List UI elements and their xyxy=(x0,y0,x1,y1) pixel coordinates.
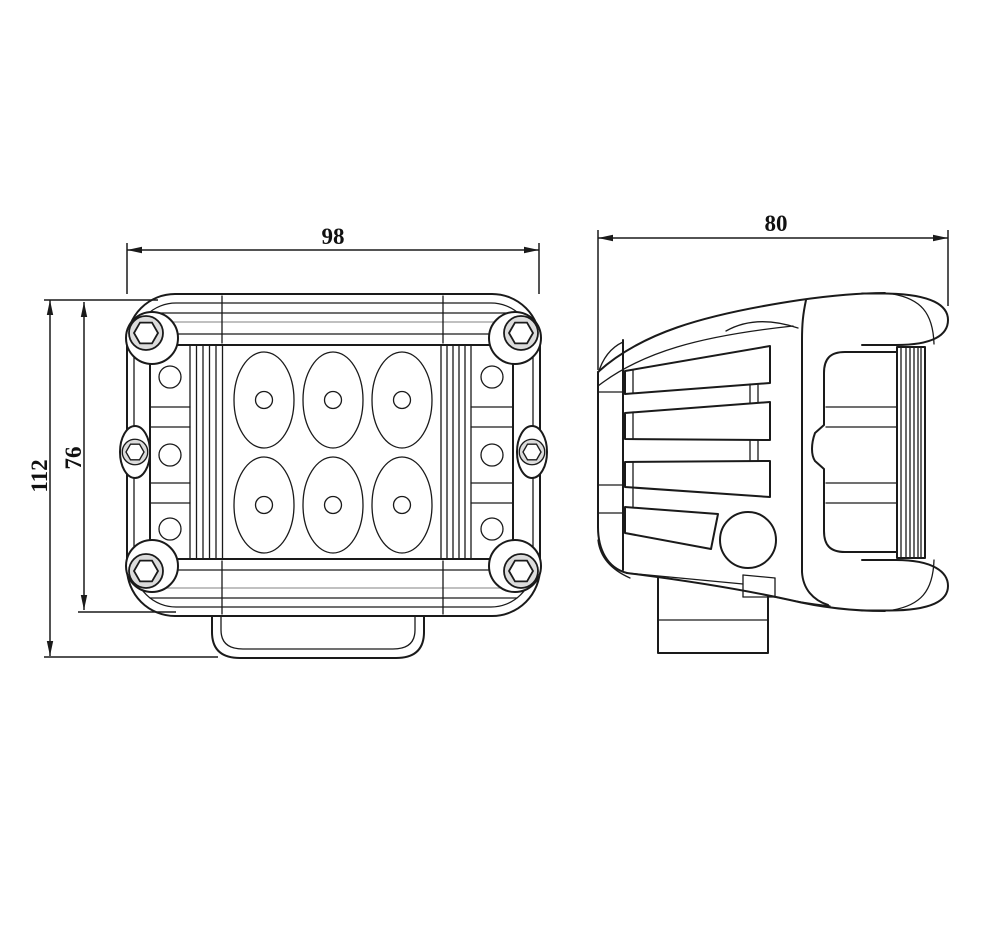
hex-bolt-icon xyxy=(503,315,539,351)
dim-label-depth: 80 xyxy=(765,211,788,236)
side-body-silhouette xyxy=(598,293,948,611)
side-heatsink-fins xyxy=(624,345,771,550)
dim-front-inner-height: 76 xyxy=(61,302,176,613)
front-housing-outline xyxy=(126,293,541,617)
dim-front-overall-height: 112 xyxy=(27,299,218,658)
hex-bolt-icon xyxy=(128,553,164,589)
side-view: 80 xyxy=(597,211,949,654)
front-housing-band-lines xyxy=(142,295,525,615)
side-bottom-details xyxy=(626,572,831,607)
hex-bolt-icon xyxy=(503,553,539,589)
hex-bolt-icon xyxy=(518,438,546,466)
dim-label-inner-height: 76 xyxy=(61,447,86,470)
side-mount-knob xyxy=(719,511,777,569)
side-bezel-caps xyxy=(861,292,949,612)
hex-bolt-icon xyxy=(128,315,164,351)
side-lens-strip xyxy=(896,346,926,559)
side-inner-panel-lines xyxy=(825,406,898,504)
hex-bolt-icon xyxy=(121,438,149,466)
dim-label-width: 98 xyxy=(322,224,345,249)
front-fin-strips xyxy=(189,344,472,560)
dim-front-width: 98 xyxy=(126,224,540,294)
side-handle-cutout xyxy=(811,351,898,553)
side-bezel-front-edge xyxy=(801,299,829,606)
dim-label-overall-height: 112 xyxy=(27,459,52,492)
front-view: 98 112 76 xyxy=(27,224,548,659)
dim-side-depth: 80 xyxy=(597,211,949,370)
front-screw-strips xyxy=(149,406,514,504)
